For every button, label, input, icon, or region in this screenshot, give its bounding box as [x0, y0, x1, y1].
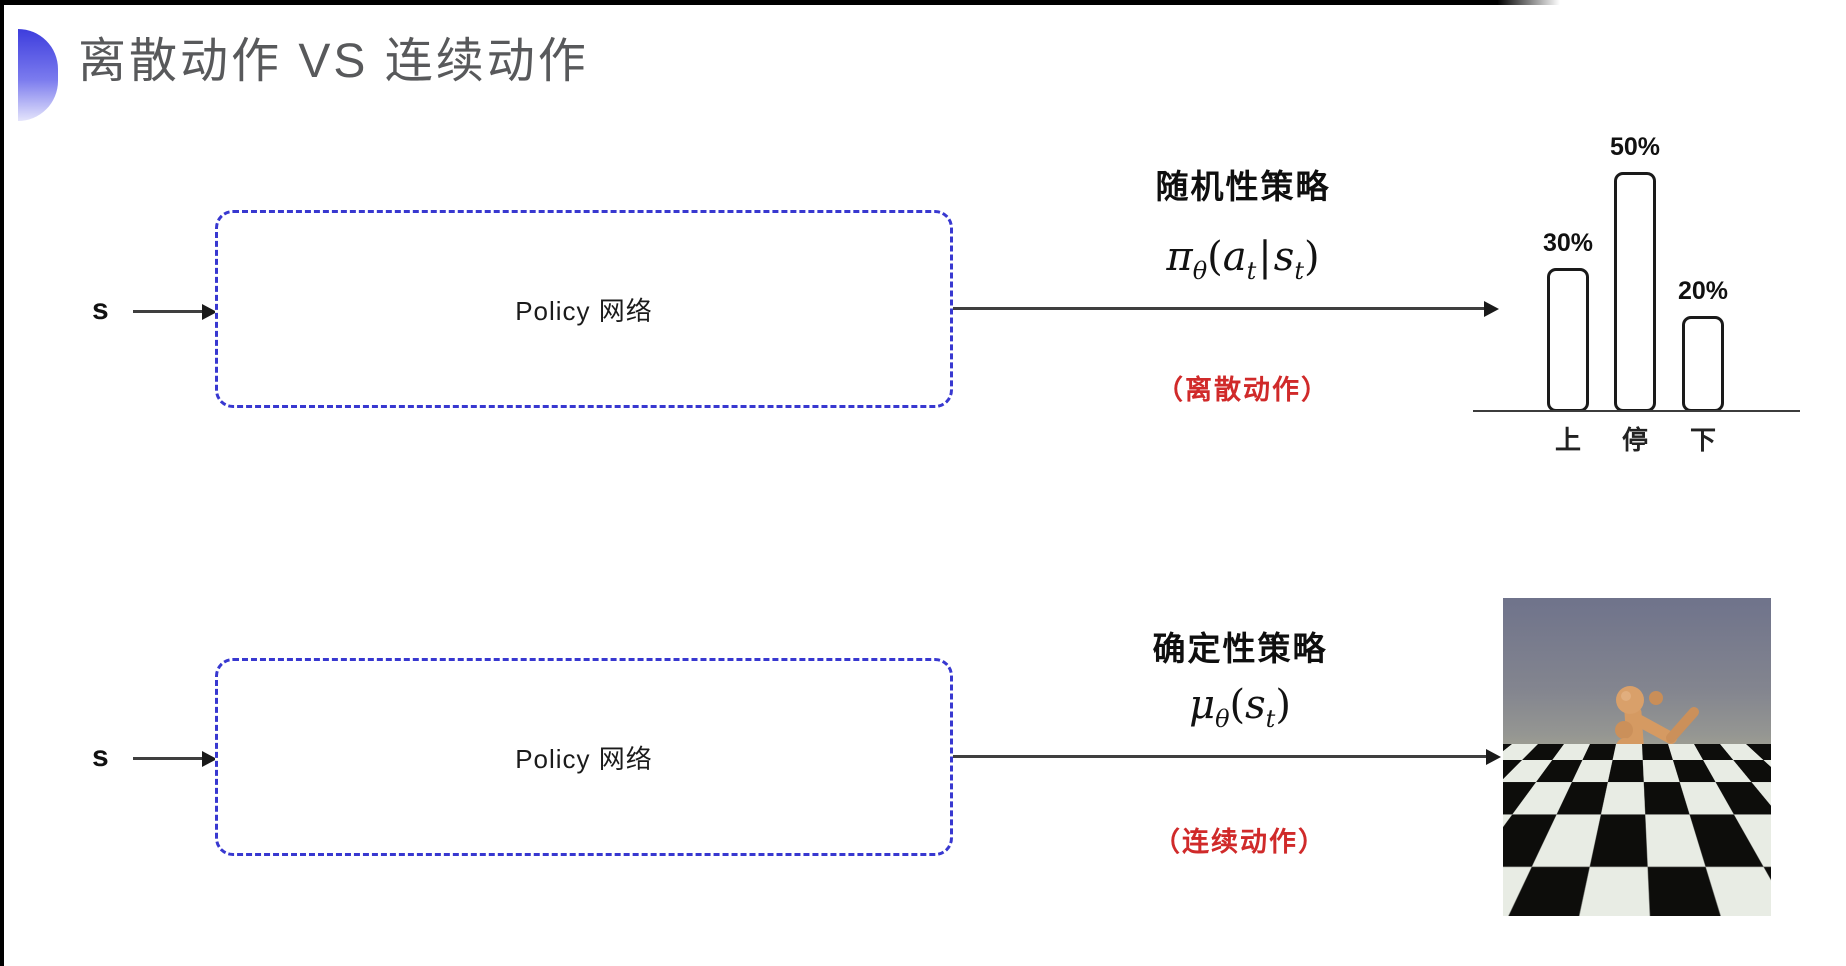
policy-network-box: Policy 网络 [215, 210, 953, 408]
formula-symbol: ) [1275, 682, 1291, 728]
prob-bar-down [1682, 316, 1724, 412]
formula-subscript: t [1246, 257, 1257, 285]
formula-symbol: μ [1189, 682, 1216, 728]
stochastic-policy-title: 随机性策略 [1155, 168, 1331, 205]
category-label: 下 [1689, 425, 1716, 455]
prob-value-label: 30% [1542, 229, 1594, 257]
arrowhead-icon [1486, 748, 1501, 765]
formula-symbol: ) [1303, 234, 1320, 280]
formula-symbol: s [1273, 234, 1295, 280]
category-label: 停 [1621, 425, 1648, 455]
prob-bar-up [1547, 268, 1589, 412]
input-arrow [133, 750, 217, 767]
formula-subscript: θ [1215, 705, 1230, 733]
formula-subscript: t [1265, 705, 1276, 733]
output-arrow [953, 748, 1501, 765]
formula-subscript: θ [1192, 257, 1208, 285]
policy-box-label: Policy 网络 [515, 295, 653, 326]
state-input-label: s [92, 293, 109, 326]
prob-value-label: 50% [1609, 133, 1661, 161]
output-arrow [953, 300, 1499, 317]
prob-bar-stop [1614, 172, 1656, 412]
policy-box-label: Policy 网络 [515, 743, 653, 774]
chart-baseline [1473, 410, 1800, 412]
formula-symbol: s [1245, 682, 1266, 728]
arrowhead-icon [202, 750, 217, 767]
formula-symbol: | [1258, 234, 1272, 280]
formula-symbol: ( [1207, 234, 1223, 280]
page-title: 离散动作 VS 连续动作 [78, 35, 589, 88]
frame-left-edge [0, 0, 4, 966]
prob-value-label: 20% [1677, 277, 1729, 305]
stochastic-policy-formula: πθ(at|st) [1043, 234, 1443, 285]
frame-top-edge [0, 0, 1560, 5]
formula-subscript: t [1294, 257, 1304, 285]
deterministic-policy-formula: μθ(st) [1040, 682, 1440, 733]
formula-symbol: a [1222, 234, 1247, 280]
category-label: 上 [1554, 425, 1581, 455]
formula-symbol: π [1166, 234, 1193, 280]
humanoid-figure [1592, 686, 1699, 872]
title-accent-shape [18, 29, 58, 121]
formula-symbol: ( [1229, 682, 1246, 728]
action-probability-chart: 30% 50% 20% 上 停 下 [1473, 100, 1813, 460]
humanoid-robot-image [1503, 598, 1771, 916]
deterministic-policy-title: 确定性策略 [1152, 630, 1328, 667]
discrete-action-note: （离散动作） [1156, 375, 1330, 405]
arrowhead-icon [202, 303, 217, 320]
state-input-label: s [92, 740, 109, 773]
arrowhead-icon [1484, 300, 1499, 317]
policy-network-box: Policy 网络 [215, 658, 953, 856]
input-arrow [133, 303, 217, 320]
continuous-action-note: （连续动作） [1153, 827, 1327, 857]
